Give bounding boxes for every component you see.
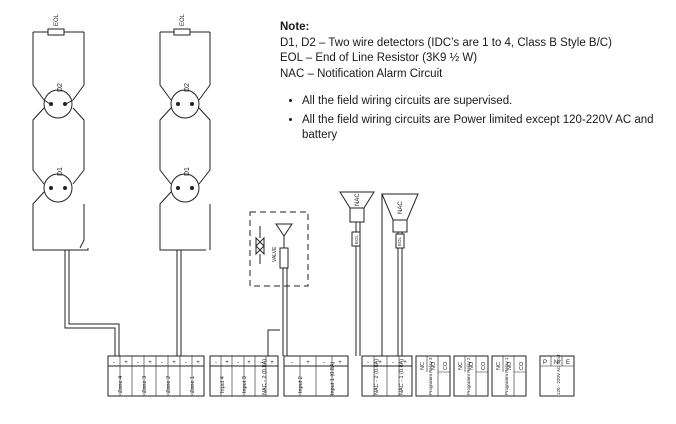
- pin-label: -: [215, 360, 217, 366]
- detector-label: D1: [184, 167, 191, 176]
- terminal-block-input-nac2: [209, 355, 279, 397]
- pin-label: CO: [443, 361, 449, 370]
- terminal-block-nac: [361, 355, 413, 397]
- detector-d1-loop2: D1: [170, 167, 200, 203]
- eol-resistor: [47, 28, 65, 36]
- group-label: Programm Relay 2: [466, 357, 471, 395]
- pin-label: N: [554, 360, 558, 366]
- note-bullet: All the field wiring circuits are Power …: [302, 113, 670, 144]
- pin-label: -: [367, 360, 369, 366]
- group-label: NAC - 2 (0.8A): [374, 359, 380, 395]
- pin-label: CO: [481, 361, 487, 370]
- pin-label: -: [260, 360, 262, 366]
- pin-label: -: [323, 360, 325, 366]
- nac-label: NAC: [355, 193, 361, 206]
- pin-label: NO: [469, 361, 475, 370]
- pin-label: +: [172, 360, 176, 366]
- note-line: NAC – Notification Alarm Circuit: [280, 67, 443, 80]
- note-line: EOL – End of Line Resistor (3K9 ½ W): [280, 52, 478, 64]
- pin-label: +: [270, 360, 274, 366]
- terminal-block-relay3: [415, 355, 451, 397]
- pin-label: NC: [420, 362, 426, 370]
- detector-d2-loop1: D2: [43, 83, 74, 119]
- group-label: Input 3: [242, 376, 248, 393]
- eol-label: EOL: [397, 236, 402, 246]
- notes-panel: Note: D1, D2 – Two wire detectors (IDC’s…: [280, 20, 670, 147]
- pin-label: +: [306, 360, 310, 366]
- detector-label: D1: [57, 167, 64, 176]
- detector-loop-zone-1: [159, 31, 211, 251]
- group-label: Input 2: [298, 376, 304, 393]
- detector-label: D2: [57, 83, 64, 92]
- group-label: Input 1 (0.8A): [330, 362, 336, 395]
- pin-label: -: [291, 360, 293, 366]
- loop-wires: [64, 250, 182, 356]
- pin-label: -: [113, 360, 115, 366]
- eol-label: EOL: [354, 234, 359, 244]
- eol-label: EOL: [180, 13, 186, 26]
- pin-label: -: [137, 360, 139, 366]
- detector-d2-loop2: D2: [170, 83, 200, 119]
- pin-label: -: [237, 360, 239, 366]
- group-label: Programm Relay 1: [504, 357, 509, 395]
- terminal-block-ac: [539, 355, 575, 397]
- pin-label: +: [124, 360, 128, 366]
- terminal-pin-labels: - + - + - + - + - + - + - + - + - + - + …: [113, 360, 407, 366]
- group-label: Zone 2: [166, 376, 172, 393]
- terminal-block-zone: [107, 355, 205, 397]
- nac-label: NAC: [398, 201, 404, 214]
- eol-resistor: [173, 28, 191, 36]
- group-label: NAC - 1 (0.8A): [399, 359, 405, 395]
- pin-label: +: [403, 360, 407, 366]
- terminal-block-relay2: [453, 355, 489, 397]
- valve-label: VALVE: [272, 246, 278, 262]
- pin-label: CO: [519, 361, 525, 370]
- pin-label: -: [161, 360, 163, 366]
- pin-label: +: [247, 360, 251, 366]
- pin-label: NO: [431, 361, 437, 370]
- group-label: Zone 4: [118, 376, 124, 393]
- detector-loop-zone-4: [32, 31, 89, 251]
- pin-label: +: [378, 360, 382, 366]
- terminal-group-labels: Zone 4 Zone 3 Zone 2 Zone 1 Input 4 Inpu…: [118, 354, 561, 395]
- pin-label: +: [338, 360, 342, 366]
- group-label: Zone 3: [142, 376, 148, 393]
- pin-label: P: [543, 360, 547, 366]
- detector-label: D2: [184, 83, 191, 92]
- pin-label: +: [196, 360, 200, 366]
- note-bullet: All the field wiring circuits are superv…: [302, 94, 670, 110]
- detector-d1-loop1: D1: [43, 167, 73, 203]
- nac-horn-2: [381, 193, 419, 357]
- group-label: Input 4: [220, 376, 226, 393]
- pin-label: NO: [507, 361, 513, 370]
- nac-horn-1: [339, 191, 375, 356]
- group-label: Zone 1: [190, 376, 196, 393]
- pin-label: NC: [496, 362, 502, 370]
- note-title: Note:: [280, 21, 310, 33]
- group-label: Programm Relay 3: [428, 357, 433, 395]
- valve-device: [249, 211, 309, 356]
- ac-pin-labels: P N E: [543, 360, 570, 366]
- note-bullets: All the field wiring circuits are superv…: [280, 94, 670, 144]
- group-label: NAC - 2 (0.8A): [262, 359, 268, 395]
- pin-label: -: [392, 360, 394, 366]
- terminal-block-input-nac1: [283, 355, 349, 397]
- relay-pin-labels: NC NO CO NC NO CO NC NO CO: [420, 361, 525, 370]
- pin-label: NC: [458, 362, 464, 370]
- eol-label: EOL: [54, 13, 60, 26]
- pin-label: +: [225, 360, 229, 366]
- pin-label: -: [185, 360, 187, 366]
- terminal-block-relay1: [491, 355, 527, 397]
- note-line: D1, D2 – Two wire detectors (IDC’s are 1…: [280, 36, 612, 49]
- pin-label: +: [148, 360, 152, 366]
- pin-label: E: [566, 360, 570, 366]
- group-label: 120 - 220V AC Input: [556, 354, 561, 395]
